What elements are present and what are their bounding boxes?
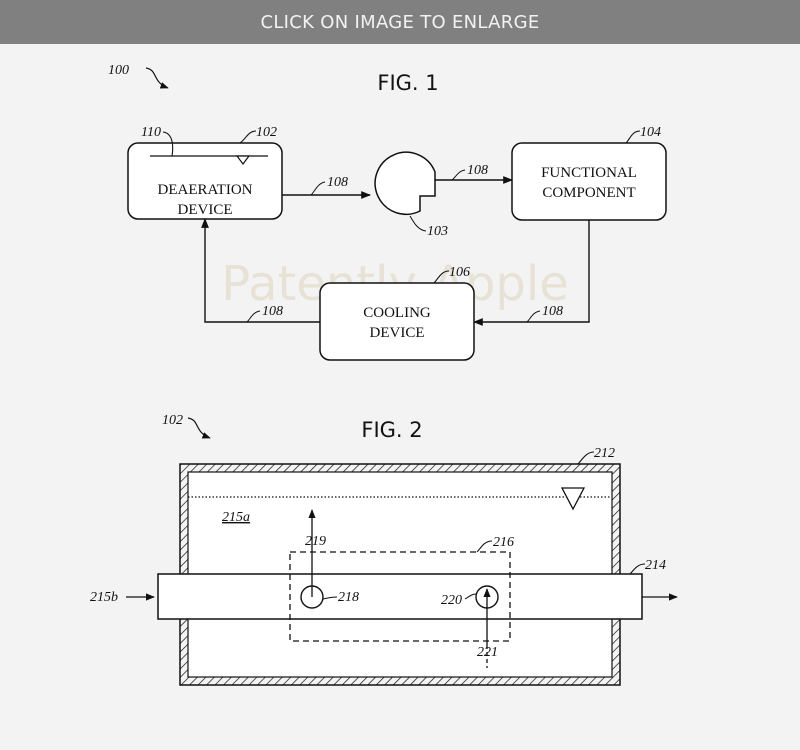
fig2-title: FIG. 2 (361, 418, 422, 442)
fig2-ref-label: 102 (162, 413, 183, 428)
right-port-ref: 220 (441, 593, 462, 608)
flow-ref-1: 108 (327, 175, 348, 190)
flow-ref-1-leader (310, 181, 326, 196)
deaeration-ref: 102 (256, 125, 277, 140)
pipe-ref-leader (629, 563, 646, 575)
cooling-label-2: DEVICE (370, 325, 425, 341)
zone-ref: 216 (493, 535, 514, 550)
fig2-ref-arrow (187, 417, 211, 439)
flow-ref-3: 108 (542, 304, 563, 319)
pipe-ref: 214 (645, 558, 666, 573)
enlarge-banner[interactable]: CLICK ON IMAGE TO ENLARGE (0, 0, 800, 44)
zone-dashed-box (289, 551, 511, 642)
left-arrow-ref: 219 (305, 534, 326, 549)
zone-ref-leader (476, 540, 493, 553)
pump-ref: 103 (427, 224, 448, 239)
flow-ref-2-leader (451, 169, 466, 181)
flow-ref-4-leader (246, 310, 261, 323)
left-port-ref: 218 (338, 590, 359, 605)
functional-label-2: COMPONENT (542, 185, 635, 201)
inlet-ref: 215b (90, 590, 118, 605)
deaeration-ref-leader (239, 130, 257, 144)
water-level-ref-leader (162, 131, 174, 157)
pump-ref-leader (409, 215, 427, 232)
flow-ref-3-leader (526, 310, 541, 323)
liquid-level-triangle-icon (560, 487, 586, 511)
functional-component-box (511, 142, 667, 221)
fig1-title: FIG. 1 (377, 71, 438, 95)
fig1-ref-label: 100 (108, 63, 129, 78)
region-a-label: 215a (222, 510, 250, 525)
functional-ref: 104 (640, 125, 661, 140)
cooling-device-box (319, 282, 475, 361)
water-level-ref: 110 (141, 125, 161, 140)
deaeration-label-1: DEAERATION (158, 182, 253, 198)
level-triangle-icon (235, 155, 251, 165)
cooling-label-1: COOLING (363, 305, 431, 321)
left-port-ref-leader (322, 596, 338, 600)
flow-arrow-to-cooling (473, 220, 590, 326)
pipe (157, 573, 643, 620)
functional-ref-leader (625, 130, 641, 144)
flow-arrow-to-deaeration (201, 218, 320, 323)
cooling-ref-leader (433, 270, 450, 284)
flow-ref-4: 108 (262, 304, 283, 319)
pump-icon (374, 151, 436, 216)
fig1-ref-arrow (145, 67, 169, 89)
cooling-ref: 106 (449, 265, 470, 280)
right-port-ref-leader (464, 593, 477, 600)
functional-label-1: FUNCTIONAL (541, 165, 637, 181)
patent-figure[interactable]: Patently Apple FIG. 1 100 DEAERATION DEV… (0, 44, 800, 745)
enlarge-label: CLICK ON IMAGE TO ENLARGE (260, 11, 540, 33)
right-arrow-ref: 221 (477, 645, 498, 660)
flow-ref-2: 108 (467, 163, 488, 178)
tank-ref-leader (577, 451, 595, 465)
deaeration-label-2: DEVICE (178, 202, 233, 218)
tank-ref: 212 (594, 446, 615, 461)
